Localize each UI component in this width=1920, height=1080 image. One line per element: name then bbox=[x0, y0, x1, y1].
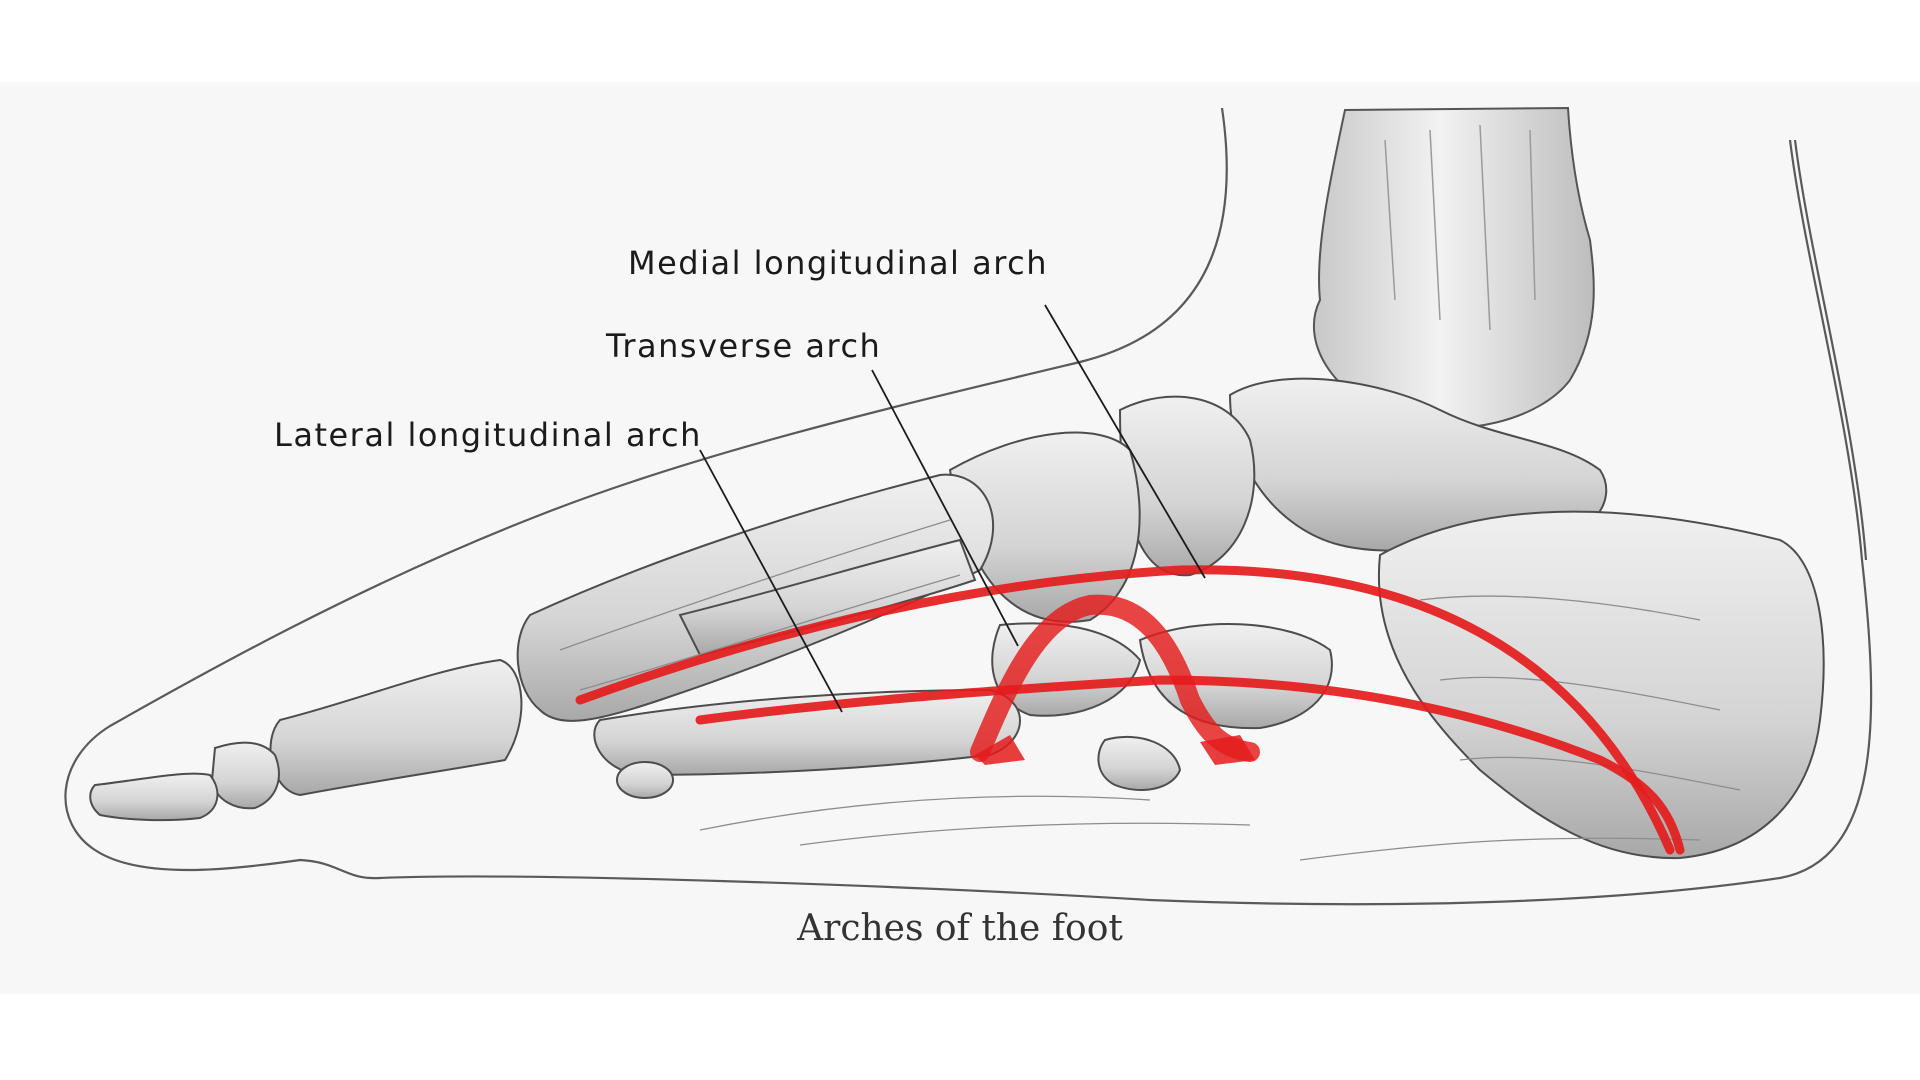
transverse-arch-shape bbox=[970, 594, 1260, 762]
transverse-leader-line bbox=[871, 369, 1019, 647]
leader-lines bbox=[699, 304, 1206, 713]
medial-leader-line bbox=[1044, 304, 1206, 579]
leg-bones bbox=[1312, 106, 1595, 429]
transverse-arch-label: Transverse arch bbox=[606, 327, 882, 365]
lateral-arch-label: Lateral longitudinal arch bbox=[274, 416, 702, 454]
figure-caption: Arches of the foot bbox=[797, 908, 1123, 949]
skin-outline bbox=[64, 107, 1873, 906]
transverse-arch-wedges bbox=[975, 735, 1255, 765]
medial-arch-line bbox=[575, 565, 1675, 855]
lateral-arch-line bbox=[695, 675, 1685, 855]
medial-arch-label: Medial longitudinal arch bbox=[628, 244, 1049, 282]
lateral-leader-line bbox=[699, 449, 843, 713]
arch-overlays bbox=[575, 565, 1685, 855]
foot-bones bbox=[89, 377, 1825, 860]
bone-shading bbox=[559, 519, 1741, 861]
